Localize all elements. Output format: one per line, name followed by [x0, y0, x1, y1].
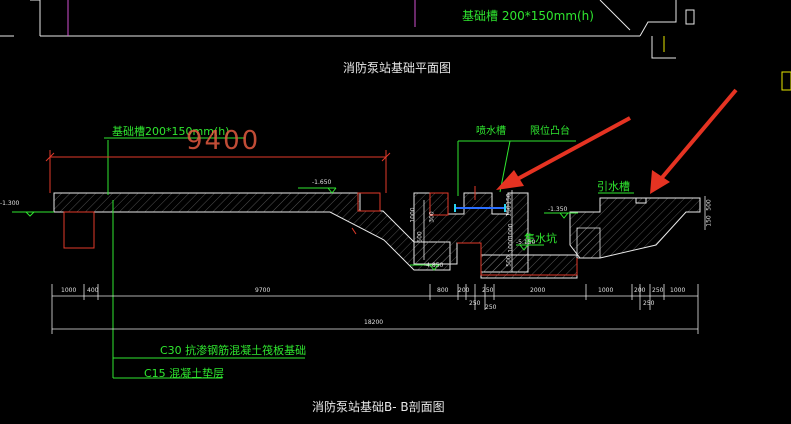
dim-upper-0: 1000 — [61, 287, 77, 294]
dim-small-2: 250 — [643, 300, 655, 307]
plan-diagonal — [599, 0, 631, 31]
sump-body — [413, 192, 529, 273]
callout-arrowhead-2 — [650, 170, 670, 194]
vdim-3: 150 — [505, 193, 513, 205]
water-guide-groove — [635, 198, 647, 204]
c30-label: C30 抗渗钢筋混凝土筏板基础 — [160, 344, 307, 357]
vdim-2: 300 — [428, 211, 436, 223]
right-step-mid — [576, 227, 601, 259]
elevation-lower: -4.850 — [424, 262, 444, 269]
dim-upper-4: 200 — [458, 287, 470, 294]
callout-arrow-2 — [658, 88, 738, 182]
callout-arrowhead-1 — [496, 170, 524, 190]
vdim-10: 150 — [705, 215, 713, 227]
dimension-chains — [51, 190, 706, 334]
left-red-box — [63, 211, 95, 249]
red-callout-arrows — [496, 88, 738, 194]
vdim-8: 1000 — [507, 237, 515, 253]
section-body — [53, 192, 701, 279]
red-box-2 — [357, 192, 381, 212]
red-outlines — [63, 186, 578, 276]
green-leaders — [12, 137, 634, 379]
elevation-sump-bottom: -5.150 — [516, 239, 536, 246]
dim-upper-5: 250 — [482, 287, 494, 294]
limit-bump-label: 限位凸台 — [530, 126, 570, 137]
elev-mark-sump — [519, 244, 529, 251]
top-dimension — [45, 150, 391, 193]
dim-upper-6: 2000 — [530, 287, 546, 294]
sump-red-outline — [457, 242, 578, 276]
bump-leader — [499, 140, 511, 193]
plan-view-fragment — [0, 0, 677, 59]
big-dimension-9400: 9400 — [186, 126, 261, 156]
dim-ticks — [51, 284, 699, 334]
dim-upper-2: 9700 — [255, 287, 271, 294]
vdim-5: 500 — [416, 231, 424, 243]
vdim-7: 500 — [505, 255, 513, 267]
water-guide-label: 引水槽 — [597, 180, 630, 193]
dim-small-1: 250 — [485, 304, 497, 311]
plan-left-edge — [30, 0, 41, 36]
drain-groove-label: 喷水槽 — [476, 126, 506, 137]
dim-upper-7: 1000 — [598, 287, 614, 294]
top-right-box — [685, 9, 695, 25]
dim-small-0: 250 — [469, 300, 481, 307]
edge-yellow-mark — [781, 71, 791, 91]
elevation-top-floor: -1.650 — [312, 179, 332, 186]
left-elev-mark — [25, 211, 35, 217]
dim-upper-1: 400 — [87, 287, 99, 294]
sump-label: 集水坑 — [524, 232, 557, 245]
section-title: 消防泵站基础B- B剖面图 — [312, 400, 445, 414]
elev-mark-lower — [429, 264, 439, 271]
callout-arrow-1 — [511, 116, 631, 184]
vdim-6: 1000 — [507, 223, 515, 239]
vdim-1: 1000 — [409, 207, 417, 223]
vertical-dims — [423, 190, 706, 272]
elevation-right: -1.350 — [548, 206, 568, 213]
elev-mark-right — [559, 212, 569, 219]
vdim-9: 500 — [705, 199, 713, 211]
plan-right-stub — [651, 36, 676, 59]
dim-upper-9: 250 — [652, 287, 664, 294]
elev-mark-1 — [327, 187, 337, 194]
elevation-left: -1.300 — [0, 200, 20, 207]
dim-upper-3: 800 — [437, 287, 449, 294]
drain-pipe — [454, 204, 506, 212]
left-groove-label: 基础槽200*150mm(h) — [112, 125, 230, 138]
plan-title: 消防泵站基础平面图 — [343, 61, 452, 75]
dim-total: 18200 — [364, 319, 384, 326]
c15-label: C15 混凝土垫层 — [144, 367, 225, 380]
dim-upper-8: 200 — [634, 287, 646, 294]
red-tick-2 — [351, 227, 357, 235]
dim-upper-10: 1000 — [670, 287, 686, 294]
top-groove-label: 基础槽 200*150mm(h) — [462, 9, 594, 23]
plan-right-corner — [639, 0, 677, 37]
red-box-3 — [429, 192, 449, 216]
vdim-4: 150 — [505, 205, 513, 217]
